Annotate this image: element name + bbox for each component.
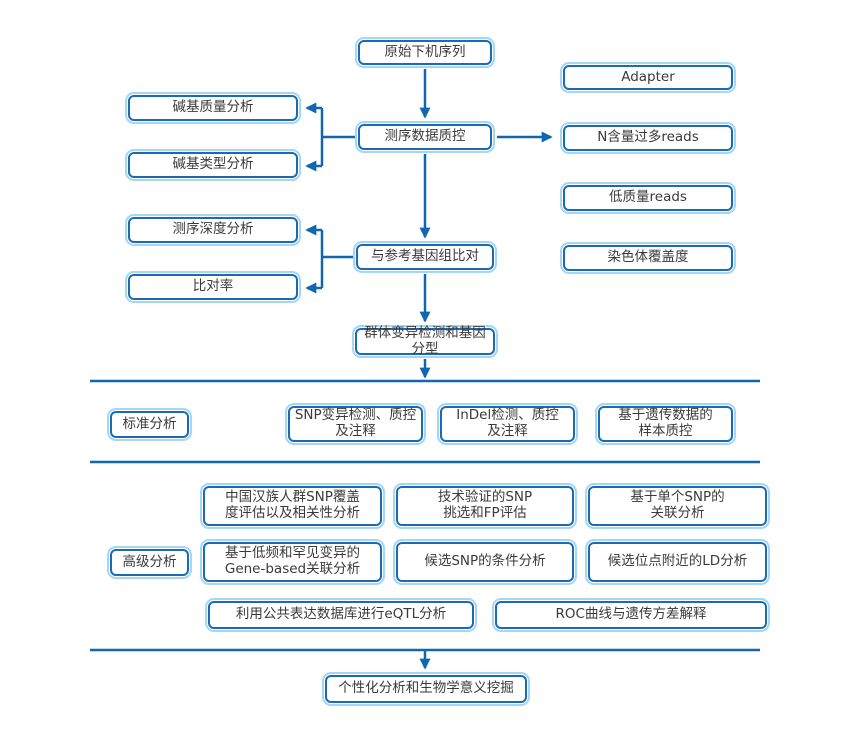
node-base-type-label: 碱基类型分析 [128,152,298,178]
node-gene-based-association-label: 基于低频和罕见变异的 Gene-based关联分析 [203,542,382,582]
node-base-type: 碱基类型分析 [125,149,301,181]
node-personalized-analysis-label: 个性化分析和生物学意义挖掘 [325,675,527,703]
node-eqtl-analysis-label: 利用公共表达数据库进行eQTL分析 [208,601,474,629]
node-mapping-rate: 比对率 [125,271,301,303]
node-personalized-analysis: 个性化分析和生物学意义挖掘 [322,672,530,706]
node-n-reads-label: N含量过多reads [563,125,733,151]
node-variant-genotyping: 群体变异检测和基因分型 [352,325,498,358]
node-align-reference: 与参考基因组比对 [353,241,497,273]
node-align-reference-label: 与参考基因组比对 [356,244,494,270]
node-conditional-analysis-label: 候选SNP的条件分析 [396,542,574,582]
node-variant-genotyping-label: 群体变异检测和基因分型 [355,325,495,356]
node-eqtl-analysis: 利用公共表达数据库进行eQTL分析 [205,598,477,632]
node-mapping-rate-label: 比对率 [128,274,298,300]
node-adapter-label: Adapter [563,65,733,90]
node-raw-sequence: 原始下机序列 [355,37,495,68]
node-depth-analysis-label: 测序深度分析 [128,217,298,243]
node-low-quality-reads-label: 低质量reads [563,185,733,211]
node-sample-qc: 基于遗传数据的 样本质控 [595,403,736,445]
node-indel-detection: InDel检测、质控 及注释 [437,403,578,445]
node-ld-analysis: 候选位点附近的LD分析 [585,539,770,585]
node-roc-analysis-label: ROC曲线与遗传方差解释 [495,601,767,629]
node-seq-qc: 测序数据质控 [355,121,495,153]
node-n-reads: N含量过多reads [560,122,736,154]
node-sample-qc-label: 基于遗传数据的 样本质控 [598,406,733,442]
node-low-quality-reads: 低质量reads [560,182,736,214]
node-chromosome-coverage-label: 染色体覆盖度 [563,245,733,271]
section-label-standard: 标准分析 [107,408,192,441]
node-indel-detection-label: InDel检测、质控 及注释 [440,406,575,442]
section-label-advanced-text: 高级分析 [110,549,189,576]
node-single-snp-association-label: 基于单个SNP的 关联分析 [588,486,767,526]
node-gene-based-association: 基于低频和罕见变异的 Gene-based关联分析 [200,539,385,585]
node-depth-analysis: 测序深度分析 [125,214,301,246]
node-raw-sequence-label: 原始下机序列 [358,40,492,65]
node-chromosome-coverage: 染色体覆盖度 [560,242,736,274]
node-validated-snp: 技术验证的SNP 挑选和FP评估 [393,483,577,529]
node-base-quality-label: 碱基质量分析 [128,95,298,121]
node-han-snp-coverage: 中国汉族人群SNP覆盖 度评估以及相关性分析 [200,483,385,529]
section-label-advanced: 高级分析 [107,546,192,579]
node-roc-analysis: ROC曲线与遗传方差解释 [492,598,770,632]
node-seq-qc-label: 测序数据质控 [358,124,492,150]
node-han-snp-coverage-label: 中国汉族人群SNP覆盖 度评估以及相关性分析 [203,486,382,526]
node-conditional-analysis: 候选SNP的条件分析 [393,539,577,585]
node-single-snp-association: 基于单个SNP的 关联分析 [585,483,770,529]
node-validated-snp-label: 技术验证的SNP 挑选和FP评估 [396,486,574,526]
node-ld-analysis-label: 候选位点附近的LD分析 [588,542,767,582]
node-base-quality: 碱基质量分析 [125,92,301,124]
node-snp-detection-label: SNP变异检测、质控 及注释 [288,406,423,442]
section-label-standard-text: 标准分析 [110,411,189,438]
node-snp-detection: SNP变异检测、质控 及注释 [285,403,426,445]
node-adapter: Adapter [560,62,736,93]
